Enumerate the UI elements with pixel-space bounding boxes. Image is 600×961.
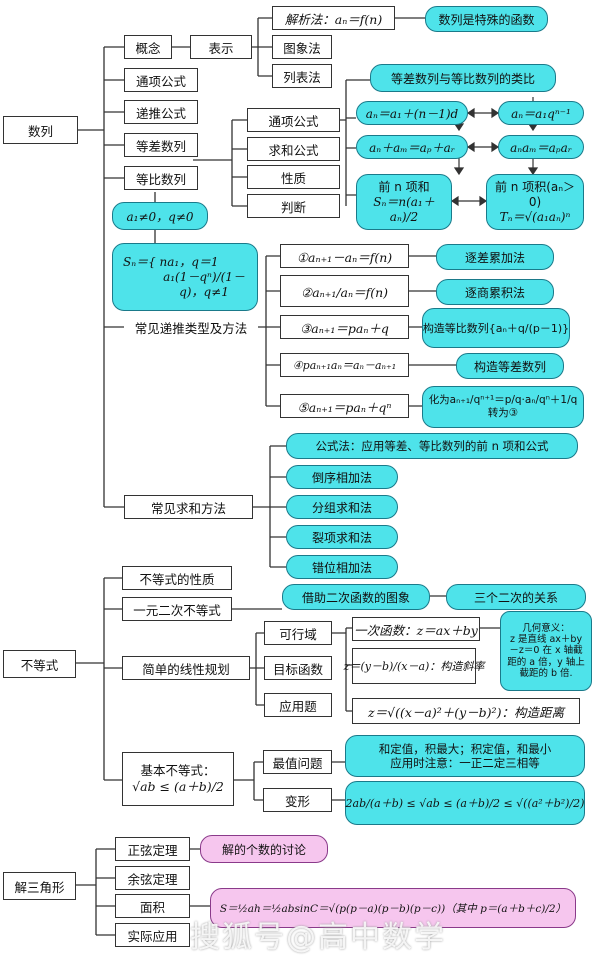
- slope-node[interactable]: z＝(y－b)/(x－a)：构造斜率: [344, 648, 484, 684]
- arith-sum-formula: Sₙ＝n(a₁＋aₙ)/2: [373, 194, 435, 224]
- watermark: 搜狐号@高中数学: [190, 920, 446, 955]
- applied-node[interactable]: 实际应用: [115, 923, 190, 947]
- concept-node[interactable]: 概念: [124, 35, 172, 59]
- rec-right-5: 化为aₙ₊₁/qⁿ⁺¹＝p/q·aₙ/qⁿ＋1/q转为③: [422, 386, 584, 428]
- cosine-rule-node[interactable]: 余弦定理: [115, 866, 190, 890]
- rec-left-4[interactable]: ④paₙ₊₁aₙ＝aₙ－aₙ₊₁: [280, 353, 409, 377]
- geo-product-label: 前 n 项积(aₙ＞0): [494, 179, 576, 209]
- basic-inequality-node[interactable]: 基本不等式： √ab ≤ (a＋b)/2: [122, 752, 234, 806]
- geo-sum-formula: Sₙ＝{ na₁，q＝1 a₁(1－qⁿ)/(1－q)，q≠1: [112, 243, 258, 311]
- rec-left-3[interactable]: ③aₙ₊₁＝paₙ＋q: [280, 315, 409, 339]
- geometric-meaning-note: 几何意义： z 是直线 ax＋by －z＝0 在 x 轴截 距的 a 倍，y 轴…: [500, 611, 592, 691]
- linear-programming-node[interactable]: 简单的线性规划: [122, 656, 250, 680]
- representation-node[interactable]: 表示: [190, 35, 252, 59]
- deformation-formula: 2ab/(a＋b) ≤ √ab ≤ (a＋b)/2 ≤ √((a²＋b²)/2): [345, 781, 585, 825]
- extremum-note-line-2: 应用时注意：一正二定三相等: [390, 756, 540, 770]
- geom-line-4: 距的 a 倍，y 轴上: [507, 656, 585, 668]
- arith-sum-box: 前 n 项和 Sₙ＝n(a₁＋aₙ)/2: [356, 174, 452, 230]
- inequality-properties-node[interactable]: 不等式的性质: [122, 566, 232, 590]
- rec-right-1: 逐差累加法: [436, 244, 554, 270]
- geo-product-box: 前 n 项积(aₙ＞0) Tₙ＝√(a₁aₙ)ⁿ: [486, 174, 584, 230]
- sub-general-formula[interactable]: 通项公式: [247, 108, 340, 132]
- three-quadratics-note: 三个二次的关系: [446, 584, 586, 610]
- sequence-root[interactable]: 数列: [3, 116, 78, 144]
- geo-product-formula: Tₙ＝√(a₁aₙ)ⁿ: [499, 209, 571, 224]
- analytic-method-node[interactable]: 解析法：aₙ＝f(n): [272, 6, 395, 30]
- sum-method-shift: 错位相加法: [286, 555, 398, 579]
- geo-sum-line-2: a₁(1－qⁿ)/(1－q)，q≠1: [163, 269, 245, 299]
- rec-left-5[interactable]: ⑤aₙ₊₁＝paₙ＋qⁿ: [280, 394, 409, 418]
- arith-sum-label: 前 n 项和: [378, 179, 430, 194]
- rec-right-4: 构造等差数列: [456, 353, 564, 379]
- area-node[interactable]: 面积: [115, 894, 190, 918]
- extremum-note-line-1: 和定值，积最大；积定值，和最小: [378, 741, 552, 756]
- arith-property: aₙ＋aₘ＝aₚ＋aᵣ: [356, 135, 468, 159]
- analogy-title: 等差数列与等比数列的类比: [370, 64, 556, 92]
- arith-general-term: aₙ＝a₁＋(n－1)d: [356, 101, 468, 125]
- basic-inequality-formula: √ab ≤ (a＋b)/2: [132, 779, 224, 794]
- linear-function-node[interactable]: 一次函数：z＝ax＋by: [352, 617, 480, 641]
- distance-node[interactable]: z＝√((x－a)²＋(y－b)²)：构造距离: [352, 698, 580, 724]
- geo-property: aₙaₘ＝aₚaᵣ: [498, 135, 584, 159]
- triangle-root[interactable]: 解三角形: [3, 872, 76, 900]
- geom-line-2: z 是直线 ax＋by: [509, 633, 583, 645]
- application-node[interactable]: 应用题: [264, 693, 332, 717]
- extremum-note: 和定值，积最大；积定值，和最小 应用时注意：一正二定三相等: [345, 735, 585, 777]
- objective-function-node[interactable]: 目标函数: [264, 656, 332, 680]
- deformation-node[interactable]: 变形: [263, 788, 332, 812]
- solution-count-note: 解的个数的讨论: [200, 835, 328, 863]
- sum-method-formula: 公式法：应用等差、等比数列的前 n 项和公式: [286, 433, 578, 459]
- geometric-sequence-node[interactable]: 等比数列: [124, 166, 198, 190]
- analytic-note: 数列是特殊的函数: [425, 6, 548, 32]
- graph-method-node[interactable]: 图象法: [272, 35, 332, 59]
- quadratic-graph-note: 借助二次函数的图象: [282, 584, 430, 610]
- sub-property[interactable]: 性质: [247, 165, 340, 189]
- geo-condition: a₁≠0，q≠0: [112, 202, 208, 230]
- basic-inequality-label: 基本不等式：: [140, 763, 216, 779]
- arithmetic-sequence-node[interactable]: 等差数列: [124, 133, 198, 157]
- feasible-region-node[interactable]: 可行域: [264, 621, 332, 645]
- rec-left-1[interactable]: ①aₙ₊₁－aₙ＝f(n): [280, 244, 409, 268]
- sum-method-group: 分组求和法: [286, 495, 398, 519]
- sum-method-reverse: 倒序相加法: [286, 465, 398, 489]
- geo-general-term: aₙ＝a₁qⁿ⁻¹: [498, 101, 584, 125]
- sub-sum-formula[interactable]: 求和公式: [247, 137, 340, 161]
- geom-line-3: －z＝0 在 x 轴截: [509, 645, 583, 657]
- sine-rule-node[interactable]: 正弦定理: [115, 837, 190, 861]
- quadratic-inequality-node[interactable]: 一元二次不等式: [122, 597, 232, 621]
- recurrence-types-node[interactable]: 常见递推类型及方法: [124, 315, 258, 339]
- geom-line-1: 几何意义：: [522, 622, 570, 634]
- general-formula-node[interactable]: 通项公式: [124, 68, 198, 92]
- table-method-node[interactable]: 列表法: [272, 64, 332, 88]
- sub-judgement[interactable]: 判断: [247, 194, 340, 218]
- rec-right-2: 逐商累积法: [436, 279, 554, 305]
- rec-left-2[interactable]: ②aₙ₊₁/aₙ＝f(n): [280, 275, 409, 307]
- geom-line-5: 截距的 b 倍.: [519, 668, 573, 680]
- rec-right-3: 构造等比数列{aₙ＋q/(p－1)}: [422, 308, 570, 348]
- recursive-formula-node[interactable]: 递推公式: [124, 100, 198, 124]
- sum-method-telescoping: 裂项求和法: [286, 525, 398, 549]
- extremum-problem-node[interactable]: 最值问题: [263, 750, 332, 774]
- inequality-root[interactable]: 不等式: [3, 650, 76, 678]
- geo-sum-line-1: Sₙ＝{ na₁，q＝1: [123, 254, 219, 269]
- area-formula: S＝½ah＝½absinC＝√(p(p－a)(p－b)(p－c))（其中 p＝(…: [210, 888, 576, 928]
- sum-methods-node[interactable]: 常见求和方法: [124, 495, 253, 519]
